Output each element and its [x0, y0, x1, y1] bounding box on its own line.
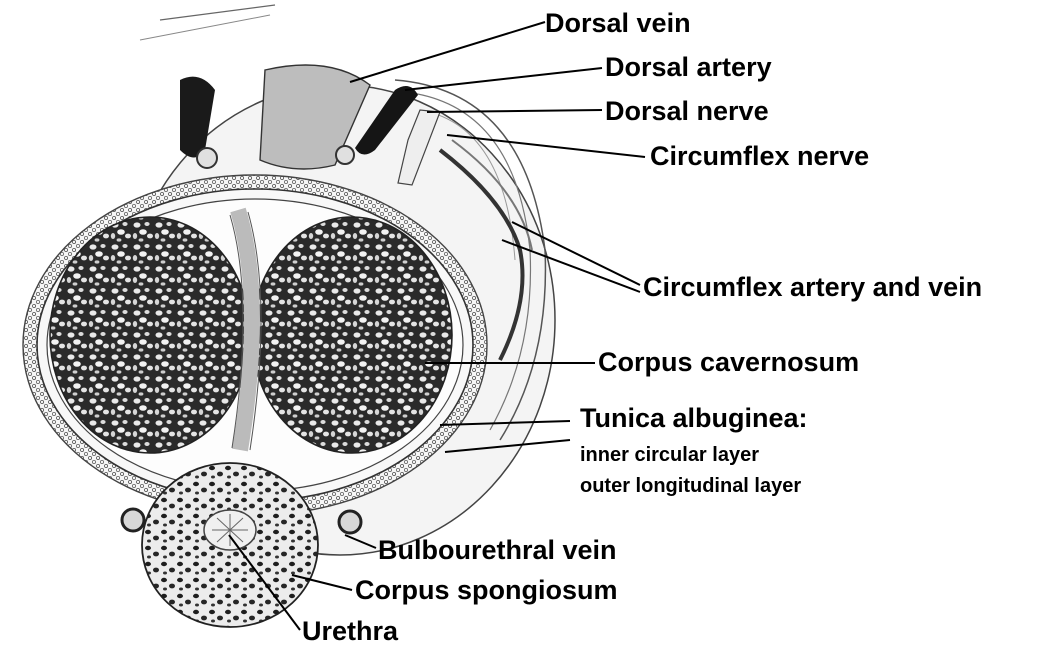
- label-dorsal-nerve: Dorsal nerve: [605, 98, 769, 125]
- label-urethra: Urethra: [302, 618, 398, 645]
- left-corpus-cavernosum: [50, 217, 250, 453]
- label-corpus-cavernosum: Corpus cavernosum: [598, 349, 859, 376]
- label-bulbourethral-vein: Bulbourethral vein: [378, 537, 617, 564]
- label-dorsal-vein: Dorsal vein: [545, 10, 691, 37]
- right-corpus-cavernosum: [252, 217, 452, 453]
- label-corpus-spongiosum: Corpus spongiosum: [355, 577, 618, 604]
- label-dorsal-artery: Dorsal artery: [605, 54, 772, 81]
- label-inner-circular-layer: inner circular layer: [580, 445, 759, 465]
- label-tunica-albuginea: Tunica albuginea:: [580, 405, 808, 432]
- label-circumflex-nerve: Circumflex nerve: [650, 143, 869, 170]
- label-outer-longitudinal-layer: outer longitudinal layer: [580, 476, 801, 496]
- label-circumflex-artery-vein: Circumflex artery and vein: [643, 274, 982, 301]
